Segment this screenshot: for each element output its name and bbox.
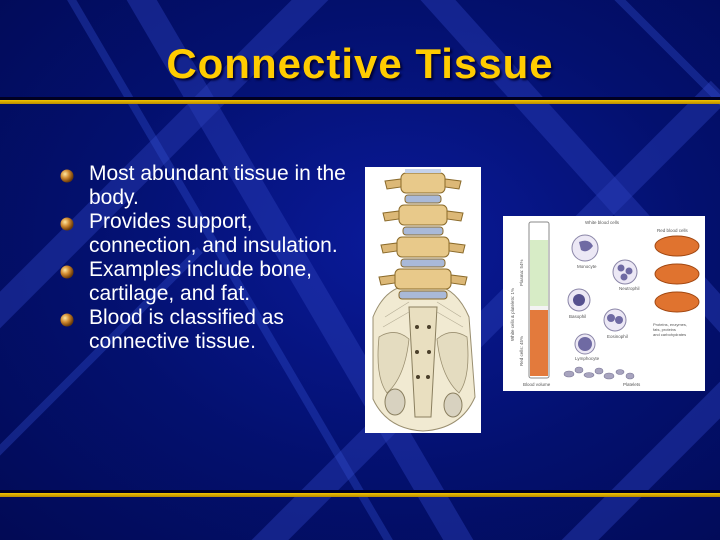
bullet-text: Provides support, connection, and insula… — [89, 210, 338, 257]
footer-rule — [0, 493, 720, 497]
neutrophil-label: Neutrophil — [619, 286, 640, 291]
sphere-bullet-icon — [60, 217, 74, 231]
red-blood-cell — [654, 235, 700, 257]
lymphocyte-label: Lymphocyte — [575, 356, 600, 361]
red-blood-cells-label: Red blood cells — [657, 228, 689, 233]
bullet-item: Provides support, connection, and insula… — [60, 210, 360, 258]
buffy-coat-label: White cells & platelets: 1% — [510, 288, 515, 341]
sphere-bullet-icon — [60, 313, 74, 327]
bullet-item: Examples include bone, cartilage, and fa… — [60, 258, 360, 306]
bullet-text: Most abundant tissue in the body. — [89, 162, 346, 209]
platelets-cluster — [563, 366, 635, 380]
red-blood-cell — [654, 291, 700, 313]
basophil-label: Basophil — [569, 314, 586, 319]
neutrophil-cell — [612, 259, 638, 285]
white-blood-cells-label: White blood cells — [585, 220, 620, 225]
bullet-item: Most abundant tissue in the body. — [60, 162, 360, 210]
blood-composition-image: Plasma: 54% White cells & platelets: 1% … — [503, 216, 705, 391]
eosinophil-label: Eosinophil — [607, 334, 628, 339]
red-cells-label: Red cells: 45% — [519, 336, 524, 366]
bullet-text: Blood is classified as connective tissue… — [89, 306, 284, 353]
monocyte-label: Monocyte — [577, 264, 597, 269]
title-rule — [0, 100, 720, 104]
red-blood-cell — [654, 263, 700, 285]
sphere-bullet-icon — [60, 169, 74, 183]
spine-image — [365, 167, 481, 433]
bullet-text: Examples include bone, cartilage, and fa… — [89, 258, 312, 305]
platelets-label: Platelets — [623, 382, 641, 387]
sphere-bullet-icon — [60, 265, 74, 279]
buffy-coat-layer — [530, 306, 548, 310]
title-rule-shadow — [0, 97, 720, 100]
blood-volume-label: Blood volume — [523, 382, 551, 387]
slide-title: Connective Tissue — [166, 40, 554, 87]
bullet-list: Most abundant tissue in the body. Provid… — [60, 162, 360, 354]
blood-composition-diagram: Plasma: 54% White cells & platelets: 1% … — [510, 220, 700, 387]
plasma-label: Plasma: 54% — [519, 259, 524, 286]
bullet-item: Blood is classified as connective tissue… — [60, 306, 360, 354]
footer-rule-shadow — [0, 490, 720, 493]
plasma-layer — [530, 240, 548, 306]
red-cell-layer — [530, 310, 548, 376]
lumbar-spine-icon — [372, 169, 476, 432]
